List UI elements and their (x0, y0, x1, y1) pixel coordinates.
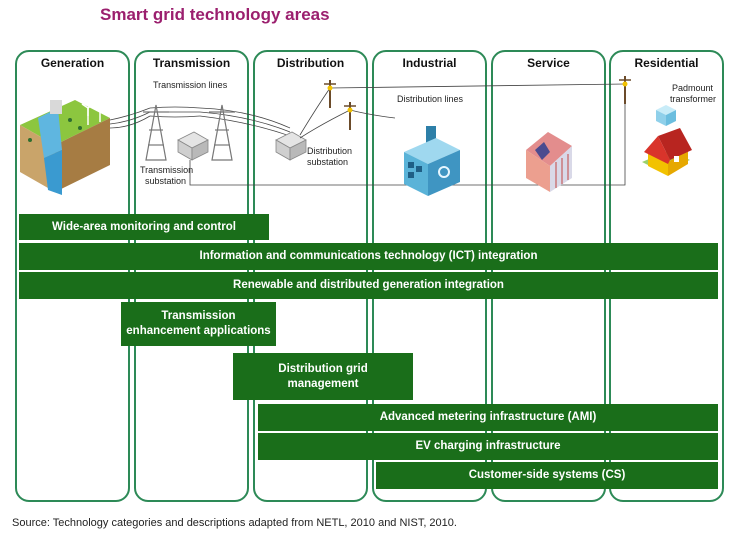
bar-ev-charging: EV charging infrastructure (258, 433, 718, 460)
bar-ict-integration: Information and communications technolog… (19, 243, 718, 270)
transmission-tower-1 (143, 104, 169, 161)
padmount-transformer-illustration (656, 105, 676, 126)
bar-transmission-label-line1: Transmission (161, 310, 236, 322)
bar-renewable-label: Renewable and distributed generation int… (233, 279, 504, 291)
generation-landscape-illustration (20, 100, 110, 195)
padmount-label-line2: transformer (670, 94, 717, 104)
bar-distribution-label-line1: Distribution grid (278, 362, 368, 375)
bar-renewable-integration: Renewable and distributed generation int… (19, 272, 718, 299)
transmission-lines-label: Transmission lines (153, 80, 228, 90)
bar-ami: Advanced metering infrastructure (AMI) (258, 404, 718, 431)
bar-ict-label: Information and communications technolog… (199, 250, 538, 262)
bar-distribution-grid-management: Distribution grid management (233, 353, 413, 400)
transmission-substation-label-line1: Transmission (140, 165, 194, 175)
utility-pole-1 (324, 80, 336, 108)
bar-ev-label: EV charging infrastructure (415, 440, 561, 452)
transmission-substation-label-line2: substation (145, 176, 187, 186)
column-header-residential: Residential (634, 56, 699, 70)
utility-pole-2 (344, 102, 356, 130)
service-building-illustration (526, 132, 572, 192)
bar-distribution-label-line2: management (287, 377, 359, 390)
column-header-generation: Generation (40, 56, 105, 70)
distribution-substation-illustration (275, 131, 307, 161)
distribution-lines-label: Distribution lines (397, 94, 464, 104)
padmount-label-line1: Padmount (672, 83, 714, 93)
column-header-industrial: Industrial (402, 56, 457, 70)
bar-transmission-enhancement: Transmission enhancement applications (121, 302, 276, 346)
transmission-substation-illustration (177, 131, 209, 161)
column-header-service: Service (527, 56, 570, 70)
bar-customer-side-systems: Customer-side systems (CS) (376, 462, 718, 489)
bar-wide-area-label: Wide-area monitoring and control (52, 220, 236, 233)
house-illustration (642, 128, 692, 176)
bar-transmission-label-line2: enhancement applications (126, 325, 271, 337)
distribution-substation-label-line1: Distribution (307, 146, 353, 156)
transmission-tower-2 (209, 104, 235, 161)
bar-ami-label: Advanced metering infrastructure (AMI) (379, 411, 597, 423)
utility-pole-residential (619, 76, 631, 104)
factory-illustration (404, 126, 460, 196)
column-header-distribution: Distribution (276, 56, 345, 70)
diagram-title: Smart grid technology areas (100, 5, 330, 24)
bar-cs-label: Customer-side systems (CS) (468, 469, 626, 481)
source-note: Source: Technology categories and descri… (12, 517, 457, 529)
transmission-lines-wires (109, 106, 291, 137)
distribution-substation-label-line2: substation (307, 157, 349, 167)
column-header-transmission: Transmission (152, 56, 231, 70)
bar-wide-area-monitoring: Wide-area monitoring and control (19, 214, 269, 240)
